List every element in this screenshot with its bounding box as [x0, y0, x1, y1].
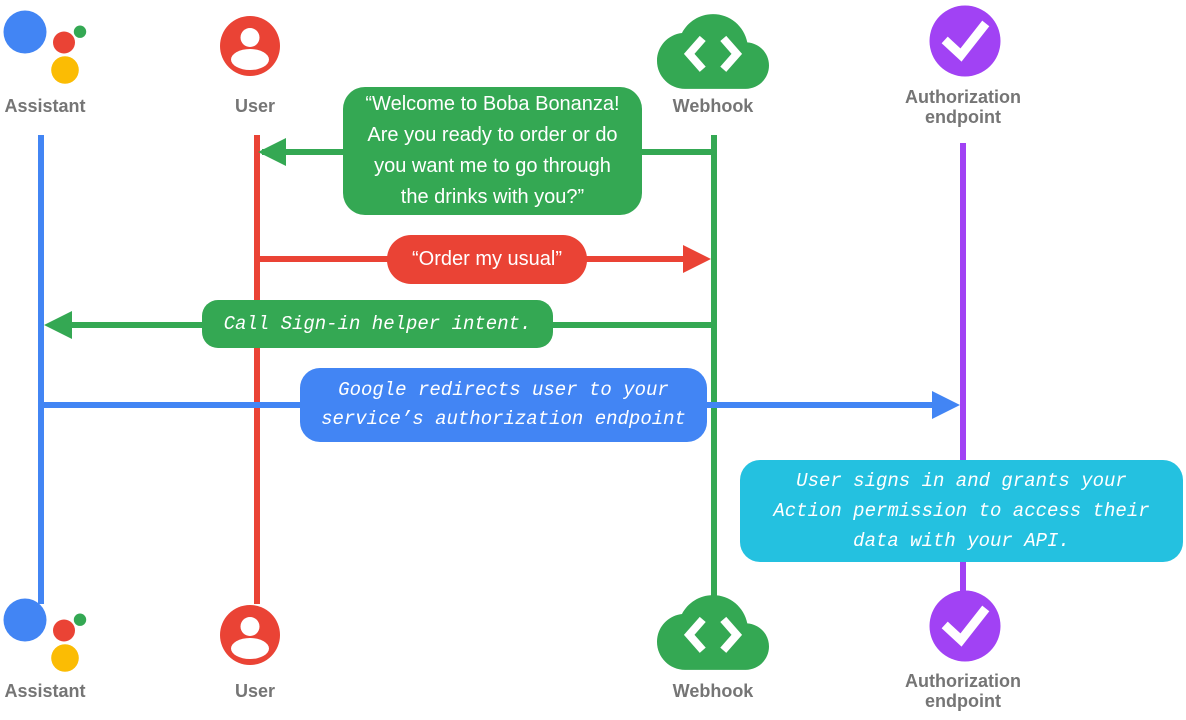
- user-lifeline: [254, 135, 260, 604]
- webhook-cloud-icon: [657, 14, 769, 89]
- grant-line: Action permission to access their: [773, 500, 1150, 522]
- signin-arrowhead-left-icon: [44, 311, 72, 339]
- code-bracket-left-icon: [683, 35, 706, 72]
- welcome-line: you want me to go through: [374, 155, 611, 177]
- authorization-check-icon: [929, 590, 1001, 662]
- grant-note-box: User signs in and grants your Action per…: [740, 460, 1183, 562]
- order-arrowhead-right-icon: [683, 245, 711, 273]
- google-assistant-icon: [3, 598, 91, 676]
- authorization-endpoint-label: Authorization endpoint: [905, 671, 1021, 711]
- code-bracket-right-icon: [720, 616, 743, 653]
- assistant-lifeline: [38, 135, 44, 604]
- grant-line: User signs in and grants your: [796, 470, 1127, 492]
- welcome-line: “Welcome to Boba Bonanza!: [365, 93, 620, 115]
- redirect-message-box: Google redirects user to your service’s …: [300, 368, 707, 442]
- user-icon: [220, 16, 280, 76]
- webhook-lifeline: [711, 135, 717, 600]
- code-bracket-right-icon: [720, 35, 743, 72]
- redirect-line: Google redirects user to your: [338, 379, 669, 401]
- welcome-arrowhead-left-icon: [258, 138, 286, 166]
- user-label: User: [234, 96, 276, 116]
- google-assistant-icon: [3, 10, 91, 88]
- authorization-check-icon: [929, 5, 1001, 77]
- user-icon: [220, 605, 280, 665]
- signin-line: Call Sign-in helper intent.: [223, 312, 532, 335]
- welcome-line: the drinks with you?”: [400, 186, 585, 208]
- order-line: “Order my usual”: [411, 248, 563, 270]
- code-bracket-left-icon: [683, 616, 706, 653]
- grant-line: data with your API.: [853, 530, 1070, 552]
- webhook-cloud-icon: [657, 595, 769, 670]
- webhook-label: Webhook: [672, 681, 754, 701]
- redirect-arrowhead-right-icon: [932, 391, 960, 419]
- webhook-label: Webhook: [672, 96, 754, 116]
- signin-message-box: Call Sign-in helper intent.: [202, 300, 553, 348]
- order-speech-bubble: “Order my usual”: [387, 235, 587, 284]
- welcome-speech-bubble: “Welcome to Boba Bonanza! Are you ready …: [343, 87, 642, 215]
- user-label: User: [234, 681, 276, 701]
- authorization-endpoint-label: Authorization endpoint: [905, 87, 1021, 127]
- assistant-label: Assistant: [4, 681, 86, 701]
- authorization-endpoint-lifeline: [960, 143, 966, 592]
- redirect-line: service’s authorization endpoint: [321, 408, 686, 430]
- assistant-label: Assistant: [4, 96, 86, 116]
- welcome-line: Are you ready to order or do: [367, 124, 618, 146]
